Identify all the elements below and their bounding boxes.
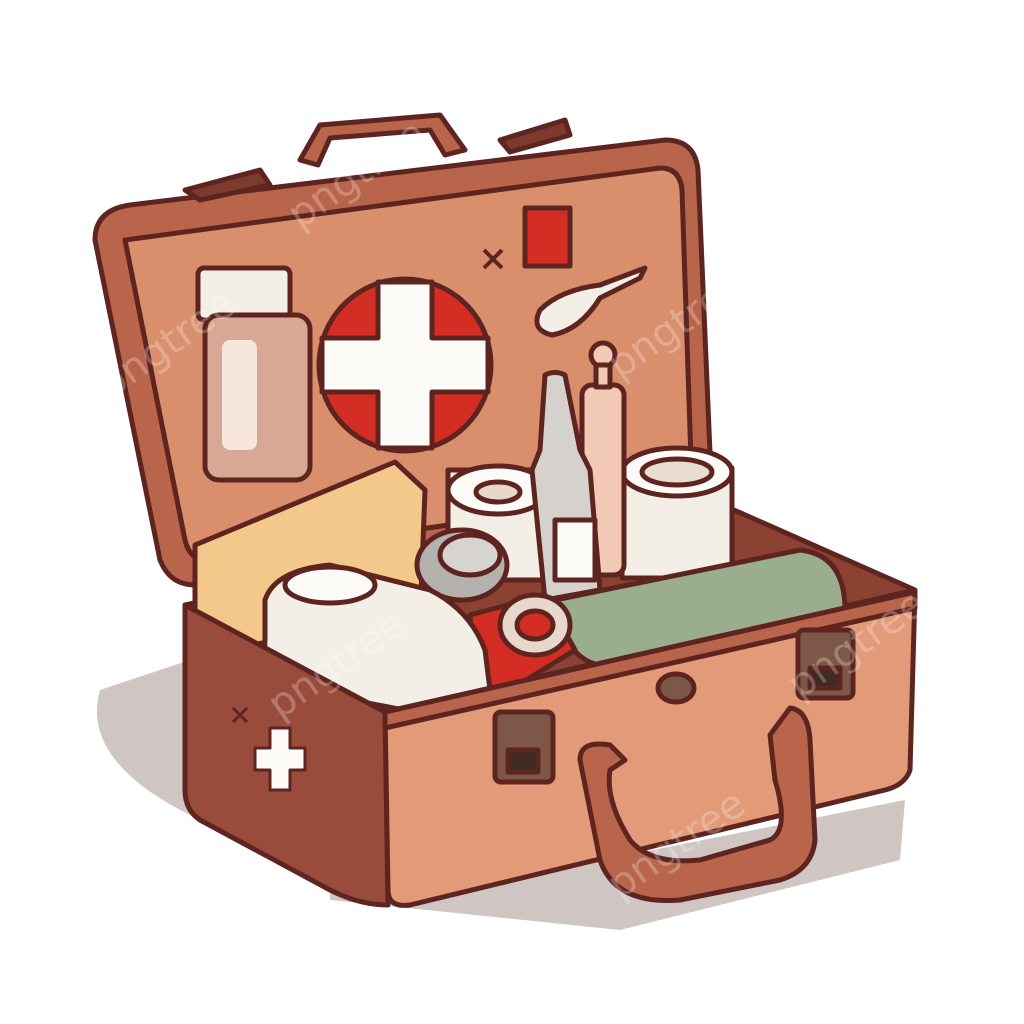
red-cross-emblem — [316, 276, 494, 454]
medicine-bottle — [195, 265, 313, 483]
clasp-left — [492, 709, 556, 785]
clasp-right — [795, 627, 856, 701]
spoon — [534, 265, 648, 338]
x-mark-icon-small — [231, 706, 249, 724]
hinge-left — [182, 167, 273, 203]
gauze-roll — [414, 527, 510, 603]
red-tape-roll — [467, 592, 578, 693]
red-square-icon — [522, 205, 573, 269]
keyhole — [655, 671, 697, 705]
white-cross-icon — [253, 726, 307, 792]
ointment-tube — [529, 370, 603, 603]
bandage-roll-right — [619, 445, 735, 581]
lid-handle — [297, 112, 468, 168]
case-handle — [577, 705, 818, 903]
x-mark-icon — [482, 248, 504, 270]
hinge-right — [497, 117, 573, 155]
case-front — [382, 589, 918, 908]
case-rim — [382, 589, 918, 731]
